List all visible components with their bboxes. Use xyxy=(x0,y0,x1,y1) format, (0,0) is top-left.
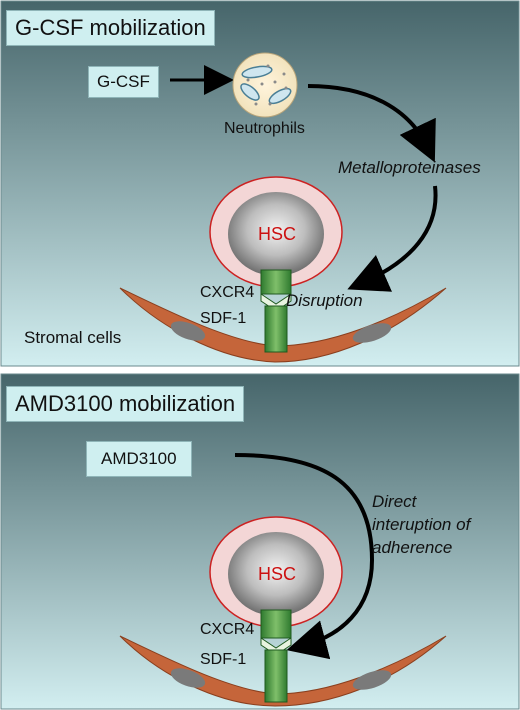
amd3100-arrow xyxy=(234,453,375,660)
neutrophils-to-enzymes-arrow xyxy=(307,84,436,163)
neutrophils-icon xyxy=(232,52,298,118)
adherence-label: adherence xyxy=(372,538,453,557)
interuption-label: interuption of xyxy=(372,515,471,534)
cxcr4-label-1: CXCR4 xyxy=(200,284,255,301)
gcsf-box: G-CSF xyxy=(88,66,159,98)
neutrophils-label: Neutrophils xyxy=(224,120,305,137)
hsc-cell-2 xyxy=(209,516,343,628)
disruption-label: Disruption xyxy=(286,291,363,310)
stromal-cell-1 xyxy=(119,287,447,363)
sdf1-label-1: SDF-1 xyxy=(200,310,247,327)
hsc-label-2: HSC xyxy=(258,564,297,584)
stromal-cells-label: Stromal cells xyxy=(24,328,122,347)
cxcr4-receptor-2 xyxy=(260,609,292,703)
panel2-title: AMD3100 mobilization xyxy=(6,386,245,422)
enzymes-to-disruption-arrow xyxy=(347,185,438,292)
amd3100-box: AMD3100 xyxy=(86,441,192,477)
hsc-label-1: HSC xyxy=(258,224,297,244)
cxcr4-receptor-1 xyxy=(260,269,292,353)
direct-label: Direct xyxy=(372,492,417,511)
hsc-cell-1 xyxy=(209,176,343,288)
stromal-cell-2 xyxy=(119,635,447,707)
panel1-title: G-CSF mobilization xyxy=(6,10,215,46)
sdf1-label-2: SDF-1 xyxy=(200,651,247,668)
cxcr4-label-2: CXCR4 xyxy=(200,621,255,638)
metalloproteinases-label: Metalloproteinases xyxy=(338,158,481,177)
